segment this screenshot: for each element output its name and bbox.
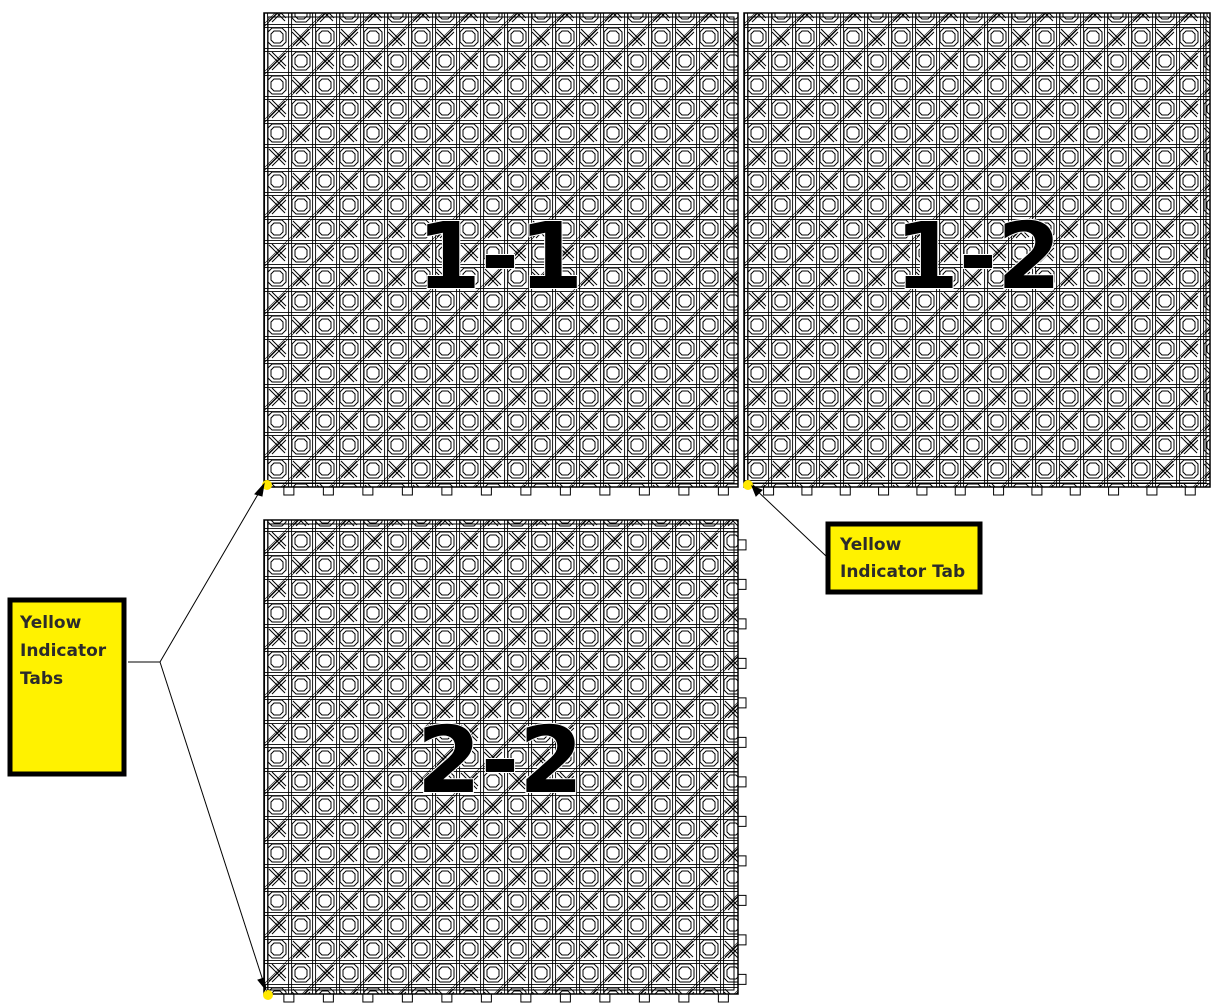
connector-tab — [916, 487, 928, 496]
connector-tab — [1146, 487, 1158, 496]
connector-tab — [738, 776, 747, 788]
callout-right-line-2: Indicator Tab — [840, 562, 965, 582]
connector-tab — [738, 894, 747, 906]
connector-tab — [441, 994, 453, 1003]
connector-tab — [638, 487, 650, 496]
connector-tab — [322, 487, 334, 496]
connector-tab — [322, 994, 334, 1003]
connector-tab — [738, 815, 747, 827]
connector-tab — [520, 487, 532, 496]
connector-tab — [283, 994, 295, 1003]
connector-tab — [738, 855, 747, 867]
connector-tab — [738, 657, 747, 669]
connector-tab — [480, 487, 492, 496]
yellow-indicator-tab-1-1 — [262, 480, 272, 490]
tile-2-2-right-tabs — [738, 539, 747, 985]
connector-tab — [283, 487, 295, 496]
tile-2-2-label: 2-2 — [417, 707, 583, 814]
right-callout-leader — [751, 485, 827, 557]
callout-left-line-3: Tabs — [20, 669, 63, 689]
yellow-indicator-tab-1-2 — [743, 480, 753, 490]
connector-tab — [801, 487, 813, 496]
tile-2-2: 2-2 — [263, 519, 747, 1003]
connector-tab — [678, 994, 690, 1003]
connector-tab — [559, 994, 571, 1003]
connector-tab — [401, 994, 413, 1003]
connector-tab — [717, 487, 729, 496]
connector-tab — [599, 487, 611, 496]
connector-tab — [738, 934, 747, 946]
connector-tab — [362, 994, 374, 1003]
callout-left-line-2: Indicator — [20, 641, 107, 661]
callout-left-line-1: Yellow — [19, 613, 82, 633]
connector-tab — [738, 697, 747, 709]
connector-tab — [1031, 487, 1043, 496]
connector-tab — [638, 994, 650, 1003]
leader-lines — [128, 482, 827, 992]
connector-tab — [738, 736, 747, 748]
yellow-indicator-tab-2-2 — [263, 990, 273, 1000]
connector-tab — [1069, 487, 1081, 496]
connector-tab — [678, 487, 690, 496]
connector-tab — [1184, 487, 1196, 496]
connector-tab — [520, 994, 532, 1003]
left-callout-leader — [128, 483, 265, 663]
connector-tab — [738, 618, 747, 630]
arrowhead-down — [257, 977, 267, 992]
connector-tab — [559, 487, 571, 496]
left-callout-leader-lower — [159, 661, 267, 991]
connector-tab — [401, 487, 413, 496]
tile-1-2: 1-2 — [743, 12, 1211, 496]
connector-tab — [362, 487, 374, 496]
callout-yellow-indicator-tab: Yellow Indicator Tab — [825, 521, 983, 595]
connector-tab — [480, 994, 492, 1003]
arrowhead-up — [254, 482, 265, 497]
connector-tab — [738, 973, 747, 985]
connector-tab — [1108, 487, 1120, 496]
connector-tab — [878, 487, 890, 496]
connector-tab — [763, 487, 775, 496]
connector-tab — [441, 487, 453, 496]
arrowhead-right-callout — [751, 485, 763, 497]
connector-tab — [839, 487, 851, 496]
connector-tab — [717, 994, 729, 1003]
connector-tab — [954, 487, 966, 496]
tile-2-2-bottom-tabs — [283, 994, 729, 1003]
tile-1-2-bottom-tabs — [763, 487, 1196, 496]
callout-right-line-1: Yellow — [839, 535, 902, 555]
connector-tab — [993, 487, 1005, 496]
tile-1-2-label: 1-2 — [895, 203, 1061, 310]
tile-1-1-bottom-tabs — [283, 487, 729, 496]
tile-1-1-label: 1-1 — [417, 203, 583, 310]
callout-yellow-indicator-tabs: Yellow Indicator Tabs — [7, 597, 127, 777]
tile-1-1: 1-1 — [262, 12, 739, 496]
connector-tab — [738, 578, 747, 590]
connector-tab — [599, 994, 611, 1003]
connector-tab — [738, 539, 747, 551]
